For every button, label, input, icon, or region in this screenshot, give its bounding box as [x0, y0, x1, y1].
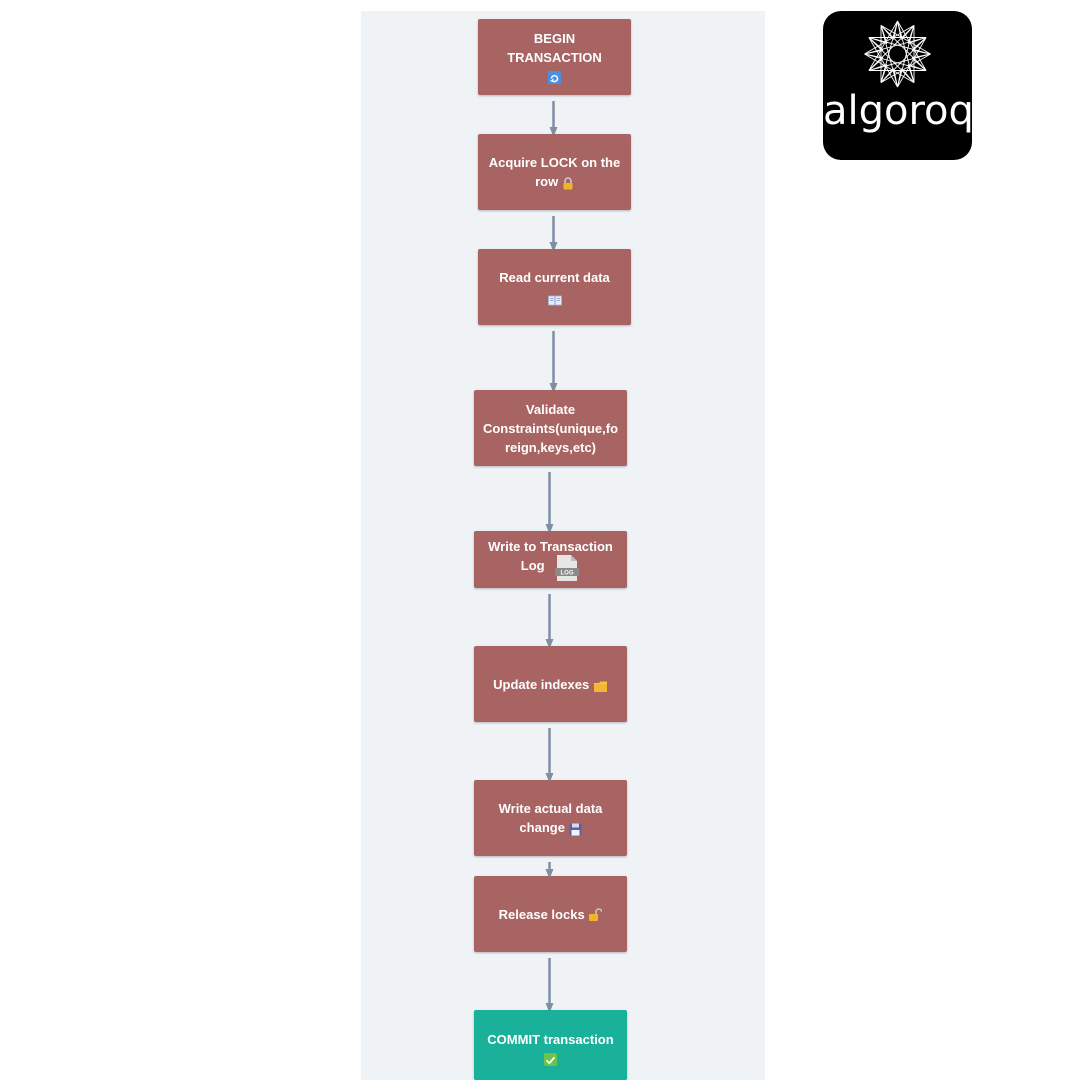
folder-icon	[593, 679, 608, 692]
step-label: change	[519, 820, 565, 835]
step-release-locks: Release locks	[474, 876, 627, 952]
emblem-stroke	[907, 64, 927, 71]
lock-icon	[562, 176, 574, 190]
step-write-actual-data: Write actual data change	[474, 780, 627, 856]
step-label: BEGIN TRANSACTION	[507, 30, 602, 65]
emblem-stroke	[880, 25, 931, 55]
step-commit-transaction: COMMIT transaction	[474, 1010, 627, 1080]
emblem-stroke	[911, 53, 931, 59]
step-label: Constraints(unique,fo	[482, 420, 619, 436]
emblem-stroke	[868, 37, 888, 44]
emblem-stroke	[880, 68, 894, 83]
emblem-stroke	[868, 25, 915, 71]
step-label: Validate	[525, 401, 576, 417]
emblem-stroke	[868, 37, 931, 55]
step-write-transaction-log: Write to Transaction Log LOG	[474, 531, 627, 588]
step-label: Read current data	[499, 270, 610, 285]
emblem-stroke	[901, 68, 915, 83]
emblem-stroke	[897, 68, 902, 88]
step-label: reign,keys,etc)	[504, 439, 597, 455]
emblem-stroke	[868, 57, 884, 71]
step-label: Write actual data	[498, 801, 603, 816]
emblem-stroke	[880, 25, 898, 88]
star-emblem-icon	[864, 20, 931, 88]
emblem-stroke	[907, 25, 915, 44]
emblem-stroke	[880, 37, 927, 83]
step-label: COMMIT transaction	[487, 1032, 614, 1047]
emblem-stroke	[868, 64, 888, 71]
check-mark-icon	[544, 1053, 557, 1067]
step-label: row	[535, 174, 559, 189]
open-book-icon	[547, 292, 562, 306]
refresh-icon	[548, 70, 561, 84]
unlock-icon	[588, 908, 603, 922]
emblem-stroke	[880, 25, 888, 44]
emblem-stroke	[907, 64, 915, 83]
emblem-stroke	[868, 37, 898, 88]
emblem-stroke	[868, 20, 898, 71]
emblem-stroke	[868, 53, 931, 71]
svg-text:LOG: LOG	[561, 571, 574, 577]
step-read-current-data: Read current data	[478, 249, 631, 325]
emblem-stroke	[893, 68, 898, 88]
algoroq-logo: algoroq	[823, 11, 974, 160]
emblem-stroke	[880, 25, 927, 71]
log-file-icon: LOG	[554, 554, 580, 582]
emblem-stroke	[864, 25, 915, 55]
step-update-indexes: Update indexes	[474, 646, 627, 722]
emblem-stroke	[864, 53, 915, 83]
step-acquire-lock: Acquire LOCK on the row	[478, 134, 631, 210]
emblem-stroke	[880, 53, 931, 83]
emblem-stroke	[864, 37, 927, 55]
emblem-stroke	[880, 20, 898, 83]
emblem-stroke	[880, 25, 894, 40]
emblem-stroke	[864, 53, 884, 59]
emblem-stroke	[864, 53, 927, 71]
step-label: Log	[520, 558, 545, 573]
emblem-stroke	[897, 20, 927, 71]
emblem-stroke	[864, 49, 884, 55]
emblem-stroke	[880, 64, 888, 83]
step-begin-transaction: BEGIN TRANSACTION	[478, 19, 631, 95]
emblem-stroke	[911, 37, 927, 51]
step-label: Release locks	[498, 906, 585, 922]
floppy-disk-icon	[569, 822, 582, 836]
emblem-stroke	[897, 37, 927, 88]
emblem-stroke	[868, 37, 915, 83]
step-validate-constraints: Validate Constraints(unique,fo reign,key…	[474, 390, 627, 466]
step-label: Update indexes	[493, 676, 590, 692]
emblem-stroke	[897, 25, 915, 88]
emblem-stroke	[897, 20, 915, 83]
emblem-stroke	[868, 37, 884, 51]
step-label: Acquire LOCK on the	[488, 155, 621, 170]
step-label: Write to Transaction	[488, 539, 613, 554]
logo-wordmark: algoroq	[823, 88, 974, 134]
